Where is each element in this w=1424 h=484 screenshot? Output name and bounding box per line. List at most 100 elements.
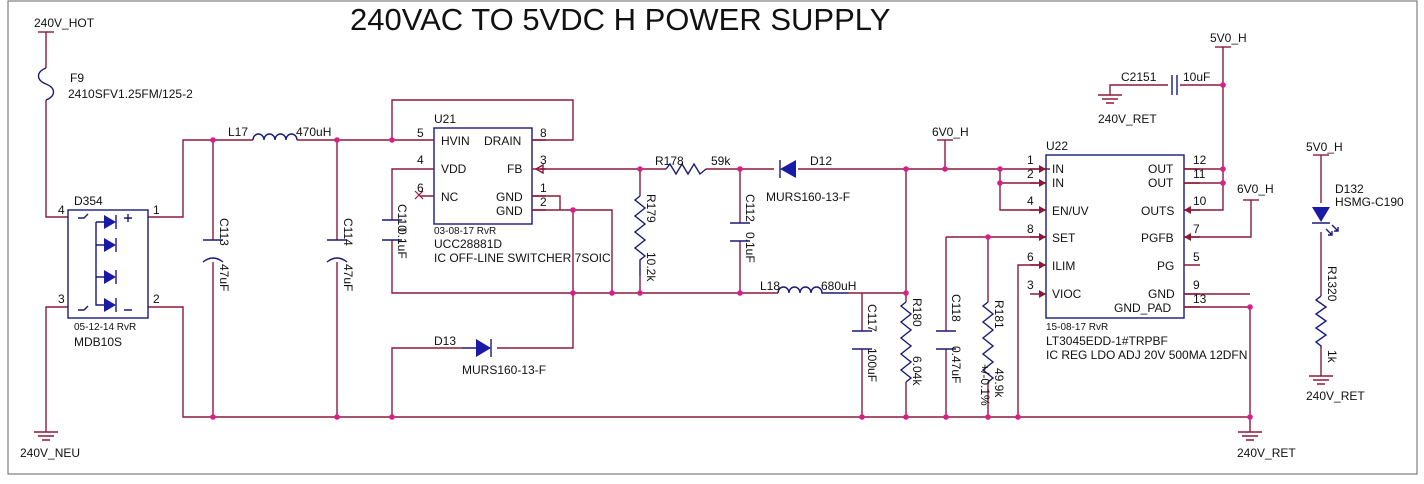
ic-u21-ref: U21 bbox=[434, 112, 456, 126]
ground-240v-ret-led-label: 240V_RET bbox=[1306, 389, 1365, 403]
capacitor-c114-value: 47uF bbox=[341, 264, 355, 291]
ic-u21-pinnum-2: 2 bbox=[540, 195, 547, 209]
diode-d13-part: MURS160-13-F bbox=[462, 363, 546, 377]
capacitor-c113-value: 47uF bbox=[217, 264, 231, 291]
port-6v0-h-left: 6V0_H bbox=[932, 125, 969, 141]
capacitor-c112-value: 0.1uF bbox=[743, 232, 757, 263]
ic-u21-pinnum-8: 8 bbox=[540, 126, 547, 140]
capacitor-c113: C113 47uF bbox=[202, 218, 231, 291]
pin-input-arrows bbox=[1039, 165, 1046, 298]
ic-u22-pin-gnd: GND bbox=[1148, 287, 1175, 301]
capacitor-c110-value: 0.1uF bbox=[395, 228, 409, 259]
ic-u22-pin-set: SET bbox=[1052, 231, 1076, 245]
led-d132: D132 HSMG-C190 bbox=[1312, 182, 1404, 236]
bridge-d354-pin2: 2 bbox=[153, 292, 160, 306]
resistor-r181-value: 49.9k bbox=[992, 368, 1006, 398]
ic-u22-pin-vioc: VIOC bbox=[1052, 287, 1082, 301]
ic-u21-pinnum-3: 3 bbox=[540, 153, 547, 167]
resistor-r179: R179 10.2k bbox=[633, 194, 658, 282]
capacitor-c117-ref: C117 bbox=[865, 304, 879, 332]
capacitor-c2151: C2151 10uF bbox=[1121, 70, 1210, 95]
capacitor-c114-ref: C114 bbox=[341, 218, 355, 246]
ic-u22-pinnum-9: 9 bbox=[1193, 278, 1200, 292]
inductor-l18-ref: L18 bbox=[760, 279, 780, 293]
inductor-l17: L17 470uH bbox=[228, 125, 331, 142]
ic-u22-pinnum-6: 6 bbox=[1027, 250, 1034, 264]
resistor-r1320-ref: R1320 bbox=[1325, 266, 1339, 302]
bridge-d354: 4 1 3 2 D354 05-12-14 RvR MDB10S bbox=[58, 194, 160, 349]
capacitor-c118-value: 0.47uF bbox=[949, 346, 963, 383]
resistor-r181-tolerance: +/-0.1% bbox=[978, 364, 992, 406]
ic-u21-pin-gnd2: GND bbox=[496, 204, 523, 218]
ground-240v-ret-c2151-label: 240V_RET bbox=[1098, 112, 1157, 126]
port-240v-hot-label: 240V_HOT bbox=[34, 16, 95, 30]
bridge-d354-ref: D354 bbox=[74, 194, 103, 208]
schematic-title: 240VAC TO 5VDC H POWER SUPPLY bbox=[350, 2, 890, 37]
ic-u22-pinnum-11: 11 bbox=[1193, 167, 1206, 181]
ic-u22-desc: IC REG LDO ADJ 20V 500MA 12DFN bbox=[1046, 348, 1247, 362]
capacitor-c113-ref: C113 bbox=[217, 218, 231, 246]
fuse-f9-part: 2410SFV1.25FM/125-2 bbox=[68, 87, 193, 101]
resistor-r179-value: 10.2k bbox=[644, 252, 658, 282]
bridge-d354-pin4: 4 bbox=[58, 203, 65, 217]
resistor-r181: R181 49.9k +/-0.1% bbox=[978, 300, 1006, 406]
ic-u21-part: UCC28881D bbox=[434, 237, 502, 251]
led-d132-part: HSMG-C190 bbox=[1335, 195, 1404, 209]
ic-u21-pin-vdd: VDD bbox=[441, 162, 467, 176]
capacitor-c117-value: 100uF bbox=[865, 348, 879, 382]
ic-u21-pin-fb: FB bbox=[507, 162, 522, 176]
ic-u22-pin-ilim: ILIM bbox=[1052, 259, 1075, 273]
capacitor-c112-ref: C112 bbox=[743, 194, 757, 222]
ic-u22-pinnum-2: 2 bbox=[1027, 167, 1034, 181]
ic-u22: U22 IN IN EN/UV SET ILIM VIOC OUT OUT OU… bbox=[1027, 139, 1247, 362]
ic-u22-pinnum-1: 1 bbox=[1027, 153, 1034, 167]
port-5v0-h-led: 5V0_H bbox=[1306, 140, 1343, 156]
ic-u21-body bbox=[433, 127, 533, 225]
ic-u22-pin-pgfb: PGFB bbox=[1141, 231, 1174, 245]
capacitor-c2151-value: 10uF bbox=[1183, 70, 1210, 84]
pin-output-arrows bbox=[1184, 206, 1191, 241]
ic-u22-pin-out2: OUT bbox=[1148, 176, 1174, 190]
inductor-l17-ref: L17 bbox=[228, 125, 248, 139]
resistor-r178-ref: R178 bbox=[655, 154, 684, 168]
ground-240v-neu-label: 240V_NEU bbox=[20, 446, 80, 460]
resistor-r181-ref: R181 bbox=[992, 300, 1006, 329]
ic-u22-pin-in1: IN bbox=[1052, 162, 1064, 176]
ic-u22-pinnum-10: 10 bbox=[1193, 194, 1207, 208]
ic-u22-ref: U22 bbox=[1046, 139, 1068, 153]
ic-u22-part: LT3045EDD-1#TRPBF bbox=[1046, 334, 1168, 348]
capacitor-c110-ref: C110 bbox=[395, 204, 409, 232]
ic-u22-pinnum-12: 12 bbox=[1193, 153, 1207, 167]
ic-u21-pin-drain: DRAIN bbox=[484, 134, 521, 148]
ic-u22-pin-pg: PG bbox=[1157, 259, 1174, 273]
port-6v0-h-right: 6V0_H bbox=[1237, 182, 1274, 201]
bridge-d354-pin1: 1 bbox=[153, 203, 160, 217]
led-d132-ref: D132 bbox=[1335, 182, 1364, 196]
resistor-r180: R180 6.04k bbox=[899, 298, 924, 386]
capacitor-c118: C118 0.47uF bbox=[936, 294, 963, 383]
fuse-f9-ref: F9 bbox=[70, 71, 84, 85]
capacitor-c112: C112 0.1uF bbox=[730, 194, 757, 263]
ic-u22-pinnum-5: 5 bbox=[1193, 250, 1200, 264]
ic-u21-pinnum-1: 1 bbox=[540, 181, 547, 195]
diode-d13: D13 MURS160-13-F bbox=[434, 334, 546, 377]
ic-u21-pin-gnd1: GND bbox=[496, 190, 523, 204]
ground-240v-ret-main: 240V_RET bbox=[1237, 431, 1296, 460]
port-5v0-h-main: 5V0_H bbox=[1210, 31, 1247, 48]
resistor-r178: R178 59k bbox=[655, 154, 731, 176]
ic-u22-pinnum-3: 3 bbox=[1027, 278, 1034, 292]
resistor-r180-value: 6.04k bbox=[910, 356, 924, 386]
capacitor-c114: C114 47uF bbox=[326, 218, 355, 291]
ic-u21-pinnum-5: 5 bbox=[417, 126, 424, 140]
ic-u22-pinnum-4: 4 bbox=[1027, 194, 1034, 208]
diode-d13-ref: D13 bbox=[434, 334, 456, 348]
ic-u21-pinnum-4: 4 bbox=[417, 153, 424, 167]
ic-u21-pin-hvin: HVIN bbox=[441, 134, 470, 148]
ic-u22-pinnum-8: 8 bbox=[1027, 222, 1034, 236]
inductor-l17-value: 470uH bbox=[296, 125, 331, 139]
ic-u21-desc: IC OFF-LINE SWITCHER 7SOIC bbox=[434, 251, 611, 265]
diode-d12-part: MURS160-13-F bbox=[766, 190, 850, 204]
inductor-l18: L18 680uH bbox=[760, 279, 856, 295]
